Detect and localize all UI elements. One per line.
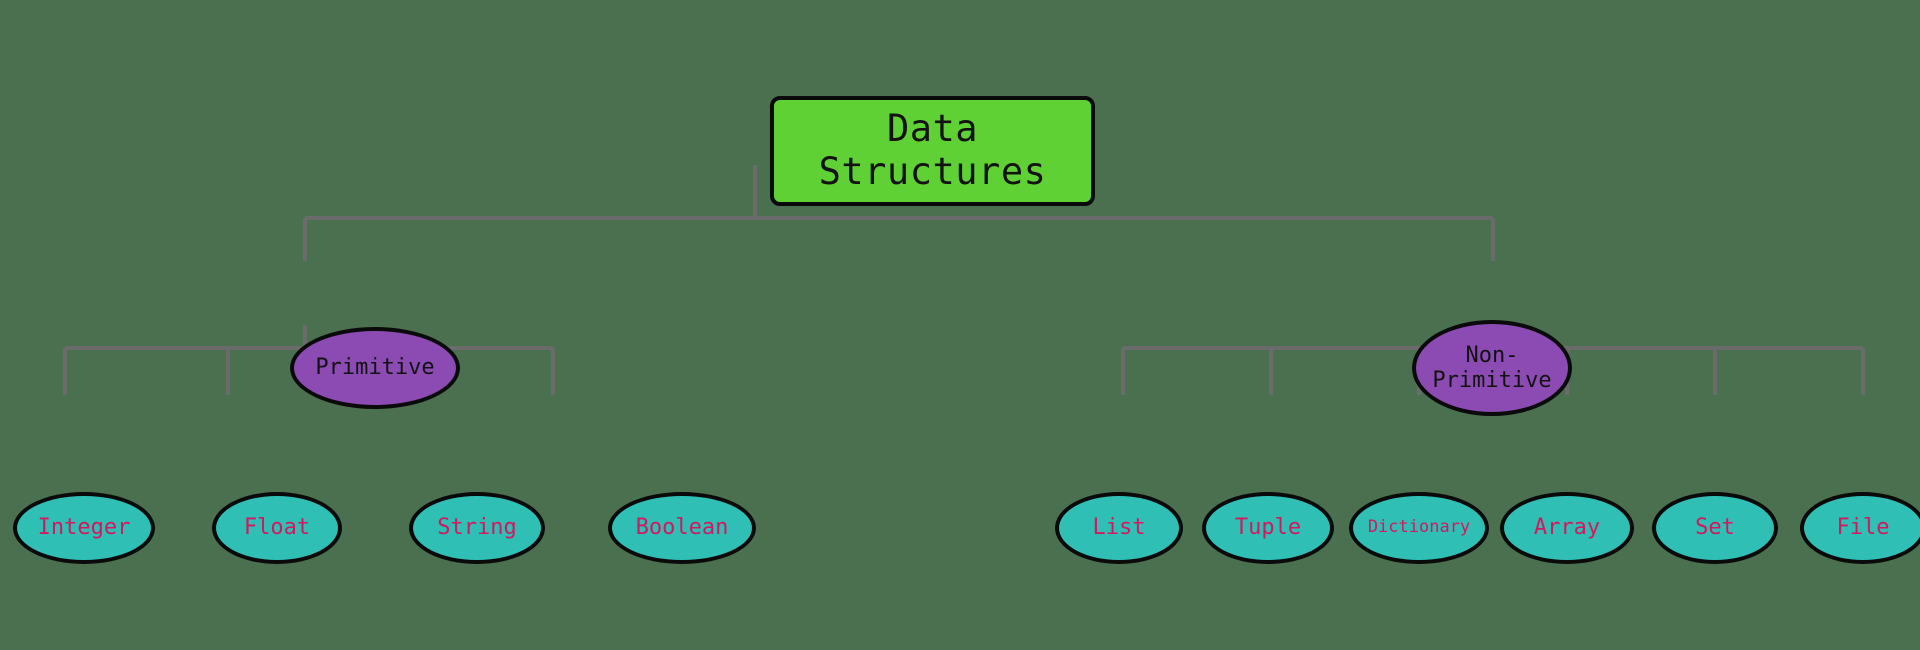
node-label-float: Float xyxy=(243,515,311,541)
node-array[interactable]: Array xyxy=(1500,492,1634,564)
node-label-primitive: Primitive xyxy=(315,355,435,381)
node-non-primitive[interactable]: Non- Primitive xyxy=(1412,320,1572,416)
node-label-file: File xyxy=(1836,515,1890,541)
node-file[interactable]: File xyxy=(1800,492,1920,564)
node-label-set: Set xyxy=(1695,515,1735,541)
node-label-dictionary: Dictionary xyxy=(1367,517,1471,538)
node-float[interactable]: Float xyxy=(212,492,342,564)
node-integer[interactable]: Integer xyxy=(13,492,155,564)
node-label-integer: Integer xyxy=(37,515,131,541)
node-primitive[interactable]: Primitive xyxy=(290,327,460,409)
node-label-list: List xyxy=(1092,515,1146,541)
node-label-array: Array xyxy=(1533,515,1601,541)
node-label-boolean: Boolean xyxy=(635,515,729,541)
node-list[interactable]: List xyxy=(1055,492,1183,564)
node-label-non-primitive: Non- Primitive xyxy=(1432,342,1552,393)
node-boolean[interactable]: Boolean xyxy=(608,492,756,564)
node-label-tuple: Tuple xyxy=(1234,515,1302,541)
node-tuple[interactable]: Tuple xyxy=(1202,492,1334,564)
node-dictionary[interactable]: Dictionary xyxy=(1349,492,1489,564)
node-label-root: Data Structures xyxy=(818,107,1047,193)
node-data-structures[interactable]: Data Structures xyxy=(770,96,1095,206)
node-label-string: String xyxy=(437,515,517,541)
node-set[interactable]: Set xyxy=(1652,492,1778,564)
node-string[interactable]: String xyxy=(409,492,545,564)
